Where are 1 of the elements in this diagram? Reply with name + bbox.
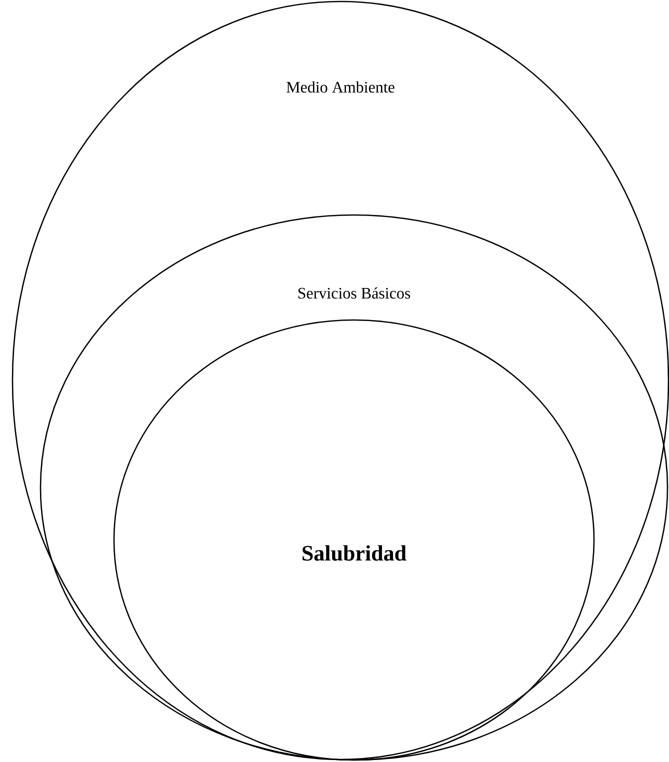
ellipse-region: Salubridad: [113, 319, 595, 761]
